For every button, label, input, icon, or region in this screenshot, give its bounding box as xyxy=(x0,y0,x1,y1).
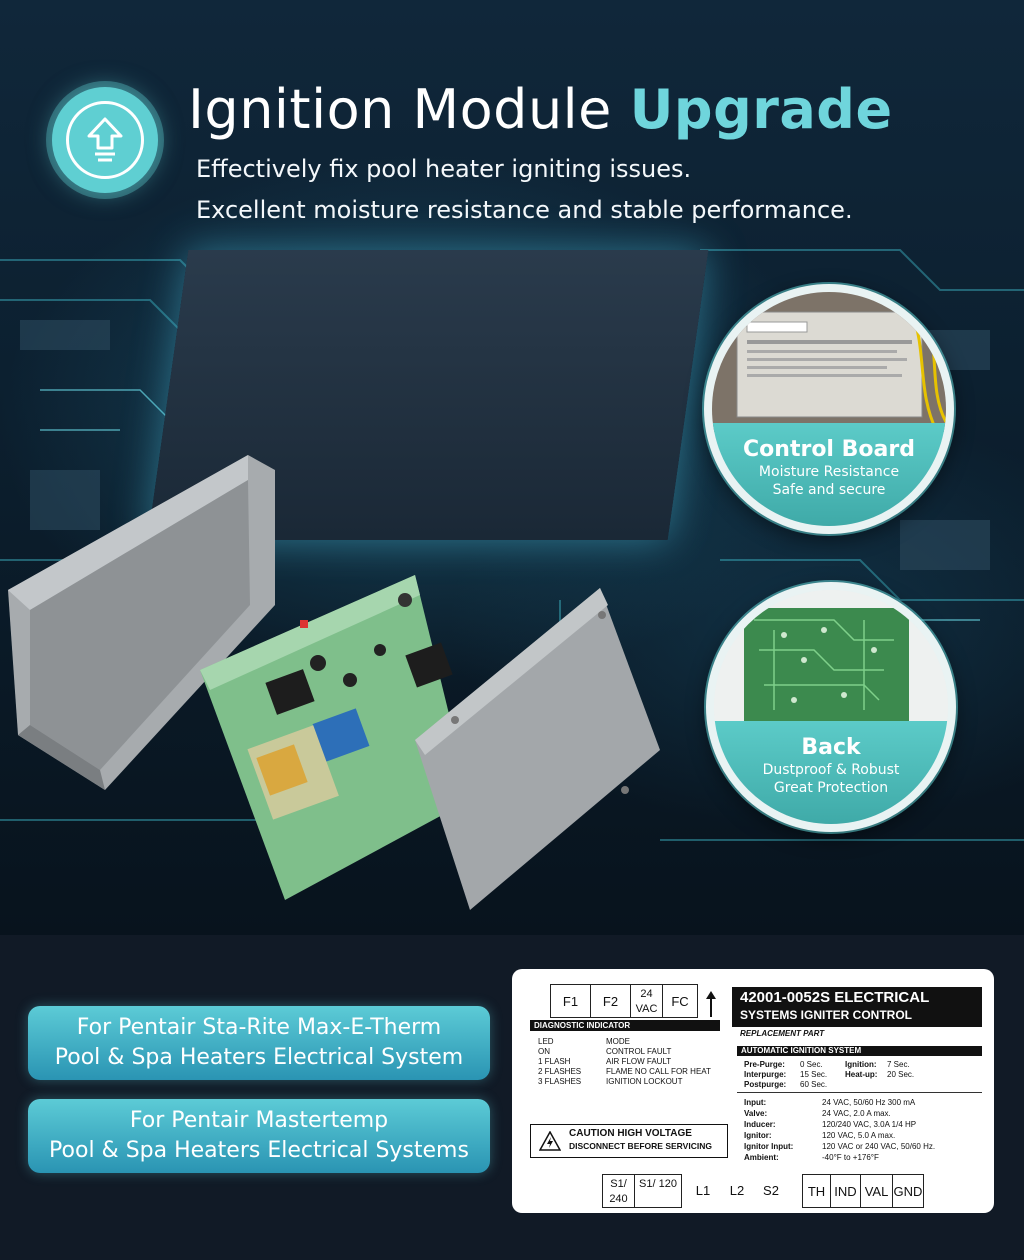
subtitle-2: Excellent moisture resistance and stable… xyxy=(196,196,853,224)
spec-label: Ambient: xyxy=(744,1153,779,1162)
terminal-l1: L1 xyxy=(695,1183,711,1198)
module-illustration xyxy=(8,455,660,910)
terminal-s2: S2 xyxy=(763,1183,779,1198)
upgrade-arrow-icon xyxy=(87,117,123,162)
title-accent: Upgrade xyxy=(629,78,893,141)
terminal-l2: L2 xyxy=(729,1183,745,1198)
page-title: Ignition Module Upgrade xyxy=(188,78,893,141)
timing-value: 0 Sec. xyxy=(800,1060,823,1069)
callout-label-band: Back Dustproof & Robust Great Protection xyxy=(714,721,948,824)
compat-line: Pool & Spa Heaters Electrical Systems xyxy=(49,1138,469,1163)
compat-line: For Pentair Mastertemp xyxy=(129,1108,389,1133)
terminal-24vac: 24 VAC xyxy=(630,984,662,1018)
timing-label: Pre-Purge: xyxy=(744,1060,785,1069)
terminal-gnd: GND xyxy=(892,1174,924,1208)
compat-pill-2: For Pentair Mastertemp Pool & Spa Heater… xyxy=(28,1099,490,1173)
spec-label: Ignitor: xyxy=(744,1131,772,1140)
terminal-f2: F2 xyxy=(590,984,630,1018)
spec-label: Ignitor Input: xyxy=(744,1142,794,1151)
timing-value: 7 Sec. xyxy=(887,1060,910,1069)
spec-label: Inducer: xyxy=(744,1120,776,1129)
high-voltage-warning-icon xyxy=(539,1131,561,1151)
subtitle-1: Effectively fix pool heater igniting iss… xyxy=(196,155,692,183)
terminal-fc: FC xyxy=(662,984,698,1018)
timing-label: Interpurge: xyxy=(744,1070,787,1079)
part-number-block: 42001-0052S ELECTRICAL SYSTEMS IGNITER C… xyxy=(732,987,982,1027)
callout-back: Back Dustproof & Robust Great Protection xyxy=(706,582,956,832)
compat-pill-1: For Pentair Sta-Rite Max-E-Therm Pool & … xyxy=(28,1006,490,1080)
board-back-photo xyxy=(714,590,948,730)
compat-line: For Pentair Sta-Rite Max-E-Therm xyxy=(76,1015,442,1040)
timing-value: 60 Sec. xyxy=(800,1080,828,1089)
part-number: 42001-0052S ELECTRICAL xyxy=(740,989,930,1006)
diag-title: DIAGNOSTIC INDICATOR xyxy=(530,1020,720,1031)
callout-control-board: Control Board Moisture Resistance Safe a… xyxy=(704,284,954,534)
terminal-ind: IND xyxy=(830,1174,860,1208)
up-arrow-icon xyxy=(706,991,716,1017)
spec-value: -40°F to +176°F xyxy=(822,1153,879,1162)
terminal-s1-240: S1/ 240 xyxy=(602,1174,634,1208)
callout-line: Safe and secure xyxy=(772,482,886,499)
auto-title: AUTOMATIC IGNITION SYSTEM xyxy=(737,1046,982,1056)
callout-title: Control Board xyxy=(743,437,915,463)
part-subtitle: SYSTEMS IGNITER CONTROL xyxy=(740,1008,913,1022)
hero-stage: Ignition Module Upgrade Effectively fix … xyxy=(0,0,1024,935)
diag-header-led: LED xyxy=(538,1037,554,1046)
callout-line: Dustproof & Robust xyxy=(762,762,900,779)
callout-line: Moisture Resistance xyxy=(758,464,900,481)
callout-title: Back xyxy=(801,735,861,761)
spec-value: 24 VAC, 50/60 Hz 300 mA xyxy=(822,1098,916,1107)
caution-box: CAUTION HIGH VOLTAGE DISCONNECT BEFORE S… xyxy=(530,1124,728,1158)
diag-mode: FLAME NO CALL FOR HEAT xyxy=(606,1067,711,1076)
caution-text-1: CAUTION HIGH VOLTAGE xyxy=(569,1128,692,1139)
spec-value: 120 VAC, 5.0 A max. xyxy=(822,1131,896,1140)
diag-led: 3 FLASHES xyxy=(538,1077,582,1086)
terminal-s1-120: S1/ 120 xyxy=(634,1174,682,1208)
compat-line: Pool & Spa Heaters Electrical System xyxy=(54,1045,464,1070)
terminal-f1: F1 xyxy=(550,984,590,1018)
diag-led: 2 FLASHES xyxy=(538,1067,582,1076)
timing-label: Heat-up: xyxy=(845,1070,878,1079)
caution-text-2: DISCONNECT BEFORE SERVICING xyxy=(569,1141,712,1151)
timing-label: Postpurge: xyxy=(744,1080,787,1089)
spec-label: Input: xyxy=(744,1098,767,1107)
spec-value: 120/240 VAC, 3.0A 1/4 HP xyxy=(822,1120,917,1129)
timing-value: 20 Sec. xyxy=(887,1070,915,1079)
diag-mode: CONTROL FAULT xyxy=(606,1047,672,1056)
spec-value: 120 VAC or 240 VAC, 50/60 Hz. xyxy=(822,1142,936,1151)
replacement-part: REPLACEMENT PART xyxy=(740,1029,825,1038)
upgrade-badge xyxy=(52,87,158,193)
callout-line: Great Protection xyxy=(773,780,889,797)
control-board-photo xyxy=(712,292,946,433)
terminal-th: TH xyxy=(802,1174,830,1208)
product-label: F1 F2 24 VAC FC 42001-0052S ELECTRICAL S… xyxy=(512,969,994,1213)
terminal-val: VAL xyxy=(860,1174,892,1208)
spec-value: 24 VAC, 2.0 A max. xyxy=(822,1109,891,1118)
diag-header-mode: MODE xyxy=(606,1037,630,1046)
diag-led: 1 FLASH xyxy=(538,1057,571,1066)
callout-label-band: Control Board Moisture Resistance Safe a… xyxy=(712,423,946,526)
timing-value: 15 Sec. xyxy=(800,1070,828,1079)
timing-label: Ignition: xyxy=(845,1060,877,1069)
diag-led: ON xyxy=(538,1047,550,1056)
diag-mode: IGNITION LOCKOUT xyxy=(606,1077,683,1086)
diag-mode: AIR FLOW FAULT xyxy=(606,1057,672,1066)
spec-label: Valve: xyxy=(744,1109,768,1118)
